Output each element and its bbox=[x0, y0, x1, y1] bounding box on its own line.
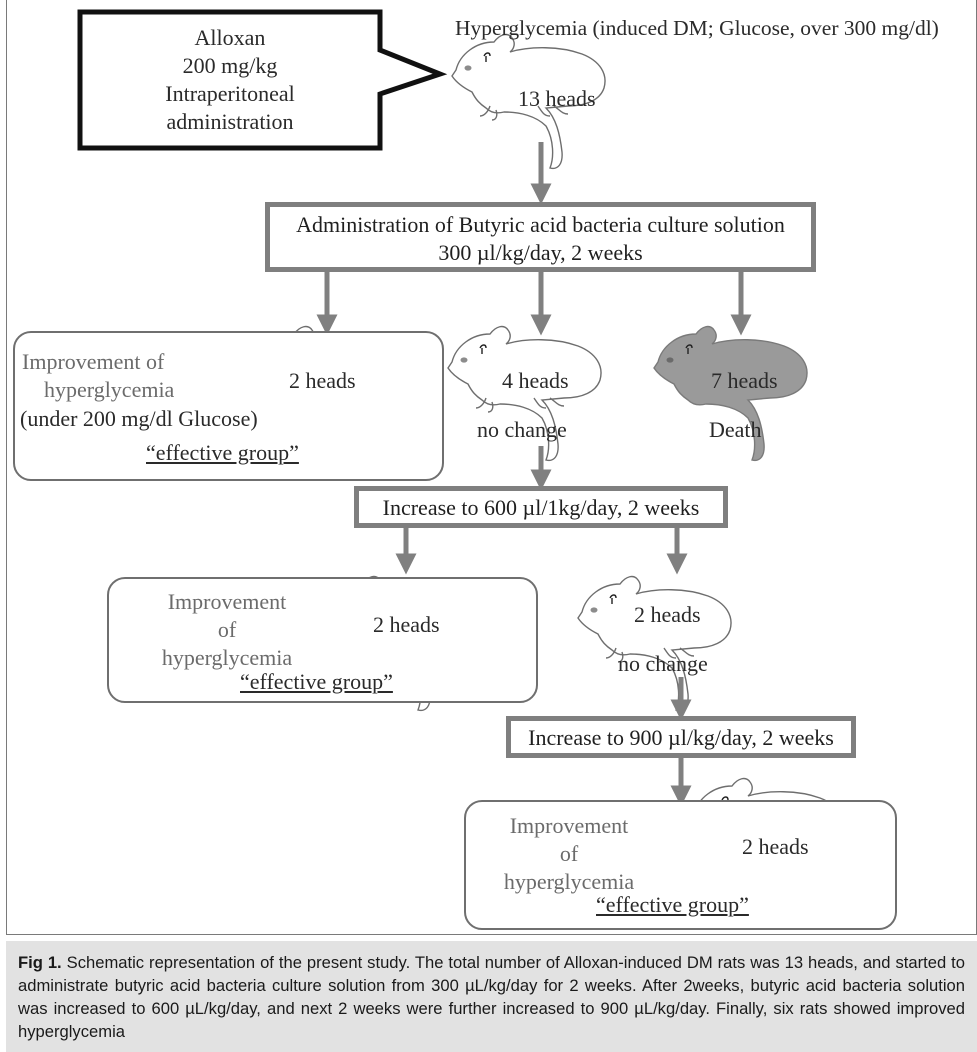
dose2-box: Increase to 600 µl/1kg/day, 2 weeks bbox=[354, 486, 728, 528]
stage2-improve-count: 2 heads bbox=[373, 612, 440, 637]
start-count: 13 heads bbox=[518, 86, 596, 111]
flow-graphics bbox=[77, 9, 844, 914]
stage1-nochange-count: 4 heads bbox=[502, 368, 569, 393]
stage1-nochange-label: no change bbox=[477, 417, 567, 442]
callout-shape bbox=[77, 9, 448, 151]
stage1-improve-line-2: hyperglycemia bbox=[44, 377, 175, 402]
stage3-effective-label: “effective group” bbox=[596, 892, 749, 917]
stage1-improve-count: 2 heads bbox=[289, 368, 356, 393]
stage1-improved-text: Improvement of hyperglycemia bbox=[22, 348, 174, 404]
stage1-improved-box bbox=[13, 331, 444, 481]
stage1-effective-label: “effective group” bbox=[146, 440, 299, 465]
stage1-death-count: 7 heads bbox=[711, 368, 778, 393]
stage2-improve-line-2: of bbox=[217, 617, 237, 642]
dose3-box: Increase to 900 µl/kg/day, 2 weeks bbox=[506, 716, 856, 758]
dose3-label: Increase to 900 µl/kg/day, 2 weeks bbox=[528, 725, 834, 750]
stage3-improved-box bbox=[464, 800, 897, 930]
stage2-improve-line-3: hyperglycemia bbox=[161, 645, 293, 670]
callout-line-4: administration bbox=[166, 109, 294, 134]
caption-label: Fig 1. bbox=[18, 953, 62, 972]
stage3-improve-line-2: of bbox=[559, 841, 579, 866]
stage2-nochange-count: 2 heads bbox=[634, 602, 701, 627]
stage2-improved-text: Improvement of hyperglycemia bbox=[152, 588, 302, 672]
stage3-improved-text: Improvement of hyperglycemia bbox=[494, 812, 644, 896]
stage3-improve-line-3: hyperglycemia bbox=[503, 869, 635, 894]
hyperglycemia-label: Hyperglycemia (induced DM; Glucose, over… bbox=[455, 16, 939, 40]
callout-line-3: Intraperitoneal bbox=[165, 81, 295, 106]
stage3-improve-line-1: Improvement bbox=[509, 813, 629, 838]
stage2-effective-label: “effective group” bbox=[240, 669, 393, 694]
stage1-improve-line-3: (under 200 mg/dl Glucose) bbox=[20, 406, 258, 431]
dose1-line-1: Administration of Butyric acid bacteria … bbox=[296, 212, 785, 237]
stage2-nochange-label: no change bbox=[618, 651, 708, 676]
caption-text: Schematic representation of the present … bbox=[18, 953, 965, 1041]
callout-text: Alloxan 200 mg/kg Intraperitoneal admini… bbox=[80, 24, 380, 136]
rat-stage2-nochange bbox=[577, 575, 732, 712]
stage1-death-label: Death bbox=[709, 417, 762, 442]
stage2-improved-box bbox=[107, 577, 538, 703]
dose1-box: Administration of Butyric acid bacteria … bbox=[265, 202, 816, 272]
stage1-improve-line-1: Improvement of bbox=[22, 349, 165, 374]
callout-line-2: 200 mg/kg bbox=[182, 53, 278, 78]
dose1-line-2: 300 µl/kg/day, 2 weeks bbox=[438, 240, 643, 265]
stage2-improve-line-1: Improvement bbox=[167, 589, 287, 614]
figure-caption: Fig 1. Schematic representation of the p… bbox=[6, 941, 977, 1052]
callout-line-1: Alloxan bbox=[194, 25, 266, 50]
stage3-improve-count: 2 heads bbox=[742, 834, 809, 859]
dose2-label: Increase to 600 µl/1kg/day, 2 weeks bbox=[382, 495, 700, 520]
